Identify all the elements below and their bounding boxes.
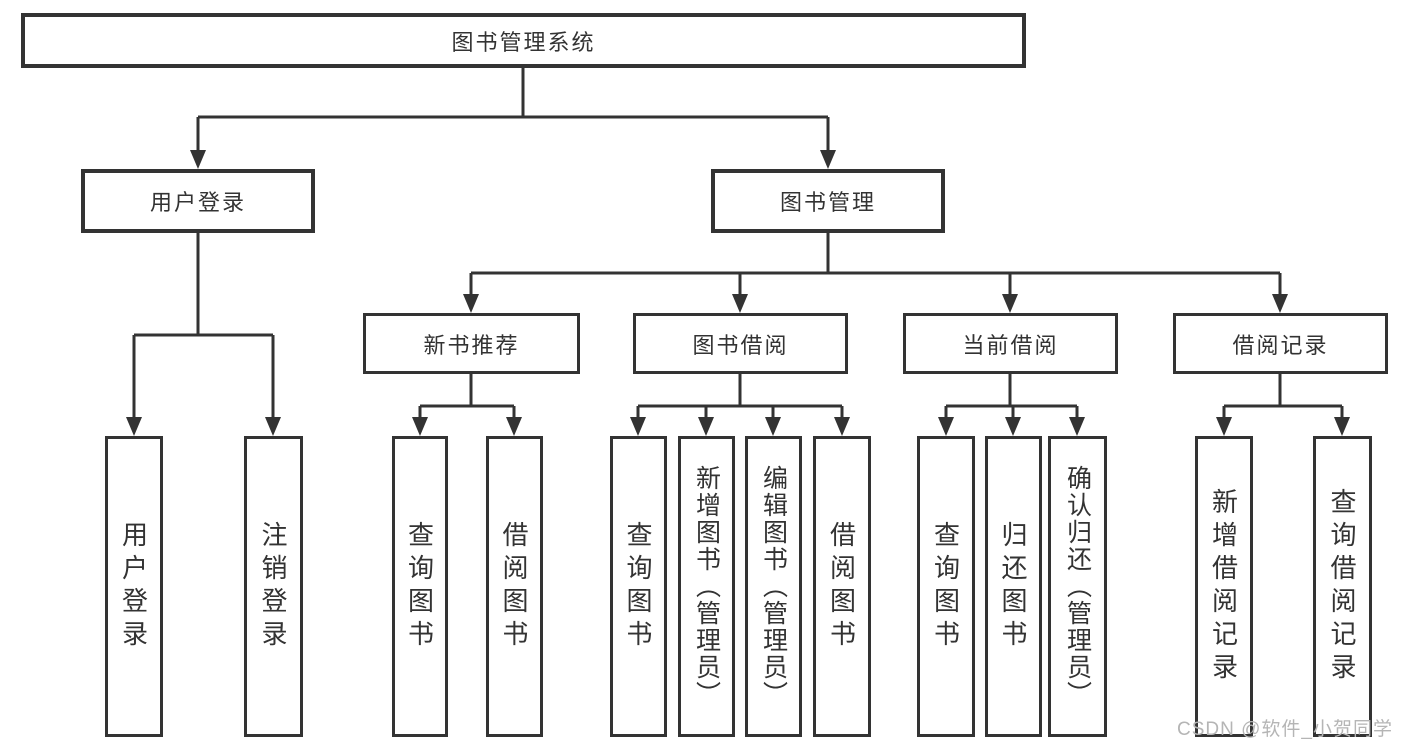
arrowhead bbox=[1005, 417, 1021, 436]
arrowhead bbox=[1002, 294, 1018, 313]
arrowhead bbox=[765, 417, 781, 436]
leaf-user-login: 用户登录 bbox=[105, 436, 163, 737]
leaf-borrow-books-label: 借阅图书 bbox=[826, 520, 857, 653]
arrowhead bbox=[463, 294, 479, 313]
node-borrowing-records: 借阅记录 bbox=[1173, 313, 1388, 374]
arrowhead bbox=[265, 417, 281, 436]
leaf-add-borrow-record: 新增借阅记录 bbox=[1195, 436, 1253, 737]
arrowhead bbox=[1334, 417, 1350, 436]
node-book-management: 图书管理 bbox=[711, 169, 945, 233]
node-book-borrowing: 图书借阅 bbox=[633, 313, 848, 374]
leaf-edit-books-admin: 编辑图书（管理员） bbox=[745, 436, 802, 737]
edge-bookborrow-to-leaves bbox=[636, 374, 844, 417]
edge-root-to-level2 bbox=[196, 68, 830, 150]
arrowhead bbox=[1216, 417, 1232, 436]
leaf-query-books-newrec: 查询图书 bbox=[392, 436, 448, 737]
node-root: 图书管理系统 bbox=[21, 13, 1026, 68]
leaf-add-books-admin-label: 新增图书（管理员） bbox=[692, 465, 721, 708]
leaf-confirm-return-admin: 确认归还（管理员） bbox=[1048, 436, 1107, 737]
leaf-query-books-current-label: 查询图书 bbox=[930, 520, 961, 653]
leaf-borrow-books-newrec-label: 借阅图书 bbox=[499, 520, 529, 653]
node-user-login-group: 用户登录 bbox=[81, 169, 315, 233]
node-book-borrowing-label: 图书借阅 bbox=[692, 332, 789, 358]
leaf-query-books-newrec-label: 查询图书 bbox=[404, 520, 435, 653]
arrowhead bbox=[732, 294, 748, 313]
arrowhead bbox=[820, 150, 836, 169]
arrowhead bbox=[834, 417, 850, 436]
leaf-query-books-borrow: 查询图书 bbox=[610, 436, 667, 737]
node-user-login-group-label: 用户登录 bbox=[149, 190, 246, 215]
node-new-book-recommendation: 新书推荐 bbox=[363, 313, 580, 374]
arrowhead bbox=[630, 417, 646, 436]
leaf-return-books: 归还图书 bbox=[985, 436, 1042, 737]
edge-userlogin-to-leaves bbox=[132, 233, 275, 417]
leaf-query-borrow-record: 查询借阅记录 bbox=[1313, 436, 1372, 737]
arrowhead bbox=[698, 417, 714, 436]
leaf-query-books-current: 查询图书 bbox=[917, 436, 975, 737]
leaf-borrow-books-newrec: 借阅图书 bbox=[486, 436, 543, 737]
leaf-edit-books-admin-label: 编辑图书（管理员） bbox=[759, 465, 788, 708]
node-current-borrowing-label: 当前借阅 bbox=[962, 332, 1059, 358]
node-book-management-label: 图书管理 bbox=[779, 190, 876, 215]
leaf-return-books-label: 归还图书 bbox=[998, 520, 1028, 653]
node-new-book-recommendation-label: 新书推荐 bbox=[423, 332, 520, 358]
edge-bookmgmt-to-level3 bbox=[469, 233, 1282, 294]
node-root-label: 图书管理系统 bbox=[451, 29, 596, 55]
leaf-confirm-return-admin-label: 确认归还（管理员） bbox=[1063, 465, 1092, 708]
node-current-borrowing: 当前借阅 bbox=[903, 313, 1118, 374]
leaf-query-books-borrow-label: 查询图书 bbox=[623, 520, 653, 653]
leaf-query-borrow-record-label: 查询借阅记录 bbox=[1327, 487, 1357, 686]
leaf-add-borrow-record-label: 新增借阅记录 bbox=[1208, 487, 1239, 686]
leaf-logout-label: 注销登录 bbox=[258, 520, 288, 653]
arrowhead bbox=[1069, 417, 1085, 436]
arrowhead bbox=[938, 417, 954, 436]
leaf-logout: 注销登录 bbox=[244, 436, 303, 737]
leaf-borrow-books: 借阅图书 bbox=[813, 436, 871, 737]
arrowhead bbox=[412, 417, 428, 436]
arrowhead bbox=[126, 417, 142, 436]
arrowhead bbox=[506, 417, 522, 436]
node-borrowing-records-label: 借阅记录 bbox=[1232, 332, 1329, 358]
leaf-add-books-admin: 新增图书（管理员） bbox=[678, 436, 735, 737]
edge-currentborrow-to-leaves bbox=[944, 374, 1079, 417]
edge-borrowrecord-to-leaves bbox=[1222, 374, 1344, 417]
leaf-user-login-label: 用户登录 bbox=[118, 520, 149, 653]
edge-newbookrec-to-leaves bbox=[418, 374, 516, 417]
arrowhead bbox=[1272, 294, 1288, 313]
csdn-watermark: CSDN @软件_小贺同学 bbox=[1177, 719, 1393, 740]
arrowhead bbox=[190, 150, 206, 169]
